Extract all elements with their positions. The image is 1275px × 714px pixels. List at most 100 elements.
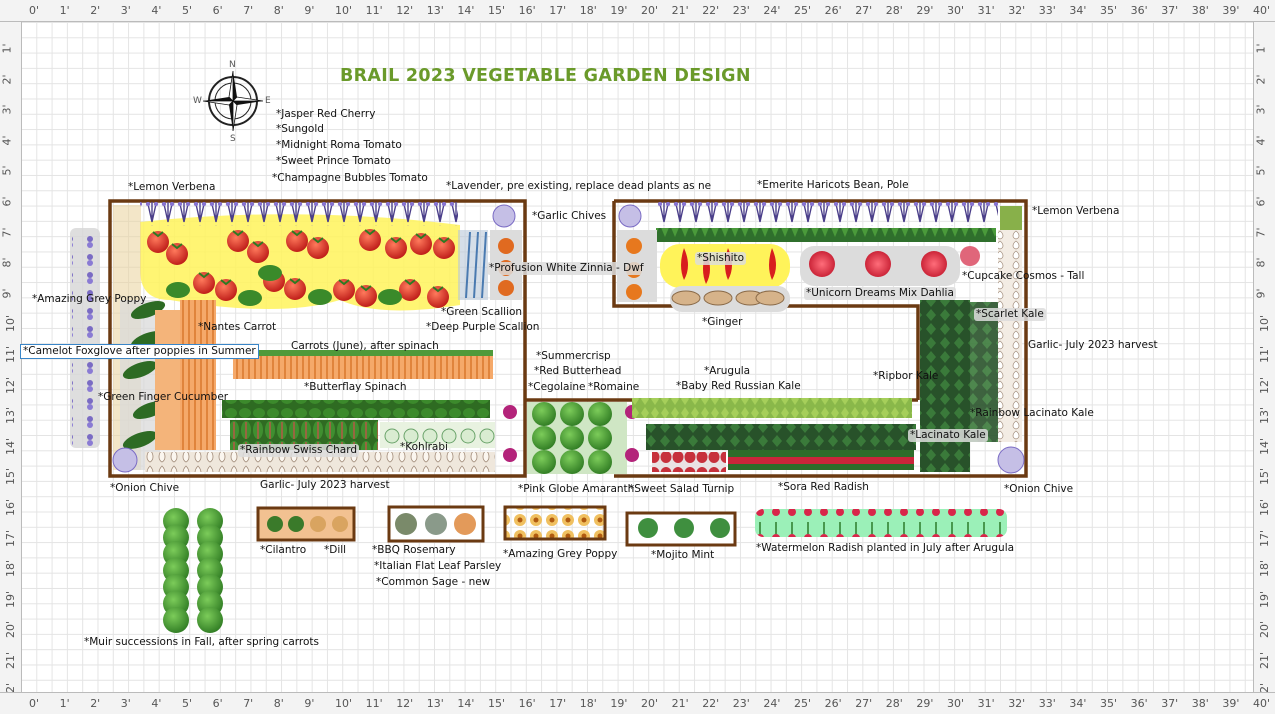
label-midnight[interactable]: *Midnight Roma Tomato: [276, 139, 402, 151]
cucumber-icon: [122, 430, 158, 450]
label-champagne[interactable]: *Champagne Bubbles Tomato: [272, 172, 428, 184]
ruler-tick: 26': [824, 697, 842, 710]
ruler-tick: 0': [29, 4, 40, 17]
ruler-tick: 35': [1100, 697, 1118, 710]
ruler-tick: 21': [671, 697, 689, 710]
label-red-butterhead[interactable]: *Red Butterhead: [534, 365, 622, 377]
label-garlic-chives[interactable]: *Garlic Chives: [532, 210, 607, 222]
ruler-tick: 38': [1191, 4, 1209, 17]
right-main-bed[interactable]: [614, 199, 1028, 478]
marigold-icon: [626, 238, 642, 254]
tomato-icon: [227, 230, 249, 252]
pepper-icon: [769, 248, 776, 280]
label-emerite[interactable]: *Emerite Haricots Bean, Pole: [757, 179, 909, 191]
label-green-scallion[interactable]: *Green Scallion: [441, 306, 523, 318]
ruler-tick: 40': [1253, 4, 1271, 17]
label-carrots-june[interactable]: Carrots (June), after spinach: [291, 340, 439, 352]
shishito-zone: [660, 244, 790, 288]
ruler-tick: 30': [947, 697, 965, 710]
watermelon-radish-row: [755, 509, 1007, 537]
ruler-tick: 14': [457, 697, 475, 710]
label-pink-globe[interactable]: *Pink Globe Amaranth: [518, 483, 635, 495]
scallion-icon: [473, 231, 479, 299]
ruler-tick: 31': [977, 697, 995, 710]
ruler-tick: 40': [1253, 697, 1271, 710]
label-common-sage[interactable]: *Common Sage - new: [376, 576, 491, 588]
tomato-icon: [427, 286, 449, 308]
label-sweet-prince[interactable]: *Sweet Prince Tomato: [276, 155, 391, 167]
label-cilantro[interactable]: *Cilantro: [260, 544, 307, 556]
dahlia-icon: [865, 251, 891, 277]
herb-icon: [332, 516, 348, 532]
label-italian-parsley[interactable]: *Italian Flat Leaf Parsley: [374, 560, 502, 572]
label-scarlet-kale[interactable]: *Scarlet Kale: [974, 308, 1046, 321]
label-baby-red[interactable]: *Baby Red Russian Kale: [676, 380, 801, 392]
ruler-tick: 20': [641, 697, 659, 710]
label-dill[interactable]: *Dill: [324, 544, 347, 556]
label-camelot[interactable]: *Camelot Foxglove after poppies in Summe…: [20, 344, 259, 359]
label-mojito[interactable]: *Mojito Mint: [651, 549, 715, 561]
label-onion-right[interactable]: *Onion Chive: [1004, 483, 1074, 495]
label-deep-purple[interactable]: *Deep Purple Scallion: [426, 321, 540, 333]
label-sungold[interactable]: *Sungold: [276, 123, 324, 135]
label-romaine[interactable]: *Romaine: [588, 381, 640, 393]
ruler-tick: 25': [794, 4, 812, 17]
tomato-plants: [147, 229, 455, 308]
label-zinnia[interactable]: *Profusion White Zinnia - Dwf: [487, 262, 646, 275]
label-kohlrabi[interactable]: *Kohlrabi: [400, 441, 448, 453]
ruler-tick: 12': [396, 697, 414, 710]
herb-icon: [425, 513, 447, 535]
ruler-tick: 16': [518, 697, 536, 710]
label-lacinato[interactable]: *Lacinato Kale: [908, 429, 988, 442]
label-lemon-verbena-left[interactable]: *Lemon Verbena: [128, 181, 216, 193]
scarlet-kale-bed: [970, 302, 998, 442]
label-jasper[interactable]: *Jasper Red Cherry: [276, 108, 376, 120]
ruler-tick: 32': [1008, 4, 1026, 17]
label-amazing-poppy-left[interactable]: *Amazing Grey Poppy: [32, 293, 147, 305]
ruler-tick: 29': [916, 4, 934, 17]
label-butterflay[interactable]: *Butterflay Spinach: [304, 381, 407, 393]
label-unicorn[interactable]: *Unicorn Dreams Mix Dahlia: [804, 287, 956, 300]
ruler-tick: 5': [182, 697, 193, 710]
ruler-tick: 11': [365, 4, 383, 17]
label-summercrisp[interactable]: *Summercrisp: [536, 350, 611, 362]
label-lavender[interactable]: *Lavender, pre existing, replace dead pl…: [446, 180, 712, 192]
ruler-tick: 14': [457, 4, 475, 17]
label-bbq-rosemary[interactable]: *BBQ Rosemary: [372, 544, 456, 556]
ruler-tick: 0': [29, 697, 40, 710]
herb-icon: [395, 513, 417, 535]
label-green-finger[interactable]: *Green Finger Cucumber: [98, 391, 229, 403]
basil-icon: [238, 290, 262, 306]
label-amazing-poppy-bottom[interactable]: *Amazing Grey Poppy: [503, 548, 618, 560]
lavender-row: [140, 202, 458, 226]
ruler-tick: 7': [243, 697, 254, 710]
ruler-top: 0'1'2'3'4'5'6'7'8'9'10'11'12'13'14'15'16…: [0, 0, 1275, 22]
ginger-icon: [703, 290, 733, 306]
label-rainbow-lacinato[interactable]: *Rainbow Lacinato Kale: [970, 407, 1094, 419]
label-ginger[interactable]: *Ginger: [702, 316, 743, 328]
tomato-icon: [433, 237, 455, 259]
label-cegolaine[interactable]: *Cegolaine: [528, 381, 586, 393]
ruler-tick: 19': [610, 4, 628, 17]
dahlia-icon: [809, 251, 835, 277]
label-sweet-salad[interactable]: *Sweet Salad Turnip: [629, 483, 735, 495]
label-lemon-verbena-right[interactable]: *Lemon Verbena: [1032, 205, 1120, 217]
basil-icon: [378, 289, 402, 305]
label-cupcake[interactable]: *Cupcake Cosmos - Tall: [962, 270, 1085, 282]
label-shishito[interactable]: *Shishito: [695, 252, 747, 265]
label-ripbor[interactable]: *Ripbor Kale: [873, 370, 939, 382]
label-watermelon[interactable]: *Watermelon Radish planted in July after…: [756, 542, 1015, 554]
label-garlic-bottom[interactable]: Garlic- July 2023 harvest: [260, 479, 390, 491]
poppy-bed[interactable]: [503, 505, 607, 541]
label-muir[interactable]: *Muir successions in Fall, after spring …: [84, 636, 319, 648]
label-garlic-right[interactable]: Garlic- July 2023 harvest: [1028, 339, 1158, 351]
label-arugula[interactable]: *Arugula: [704, 365, 751, 377]
label-onion-left[interactable]: *Onion Chive: [110, 482, 180, 494]
ruler-tick: 17': [549, 4, 567, 17]
label-sora[interactable]: *Sora Red Radish: [778, 481, 869, 493]
label-rainbow-chard[interactable]: *Rainbow Swiss Chard: [238, 444, 360, 457]
left-main-bed[interactable]: [108, 199, 527, 478]
tomato-icon: [333, 279, 355, 301]
tomato-icon: [355, 285, 377, 307]
label-nantes[interactable]: *Nantes Carrot: [198, 321, 277, 333]
